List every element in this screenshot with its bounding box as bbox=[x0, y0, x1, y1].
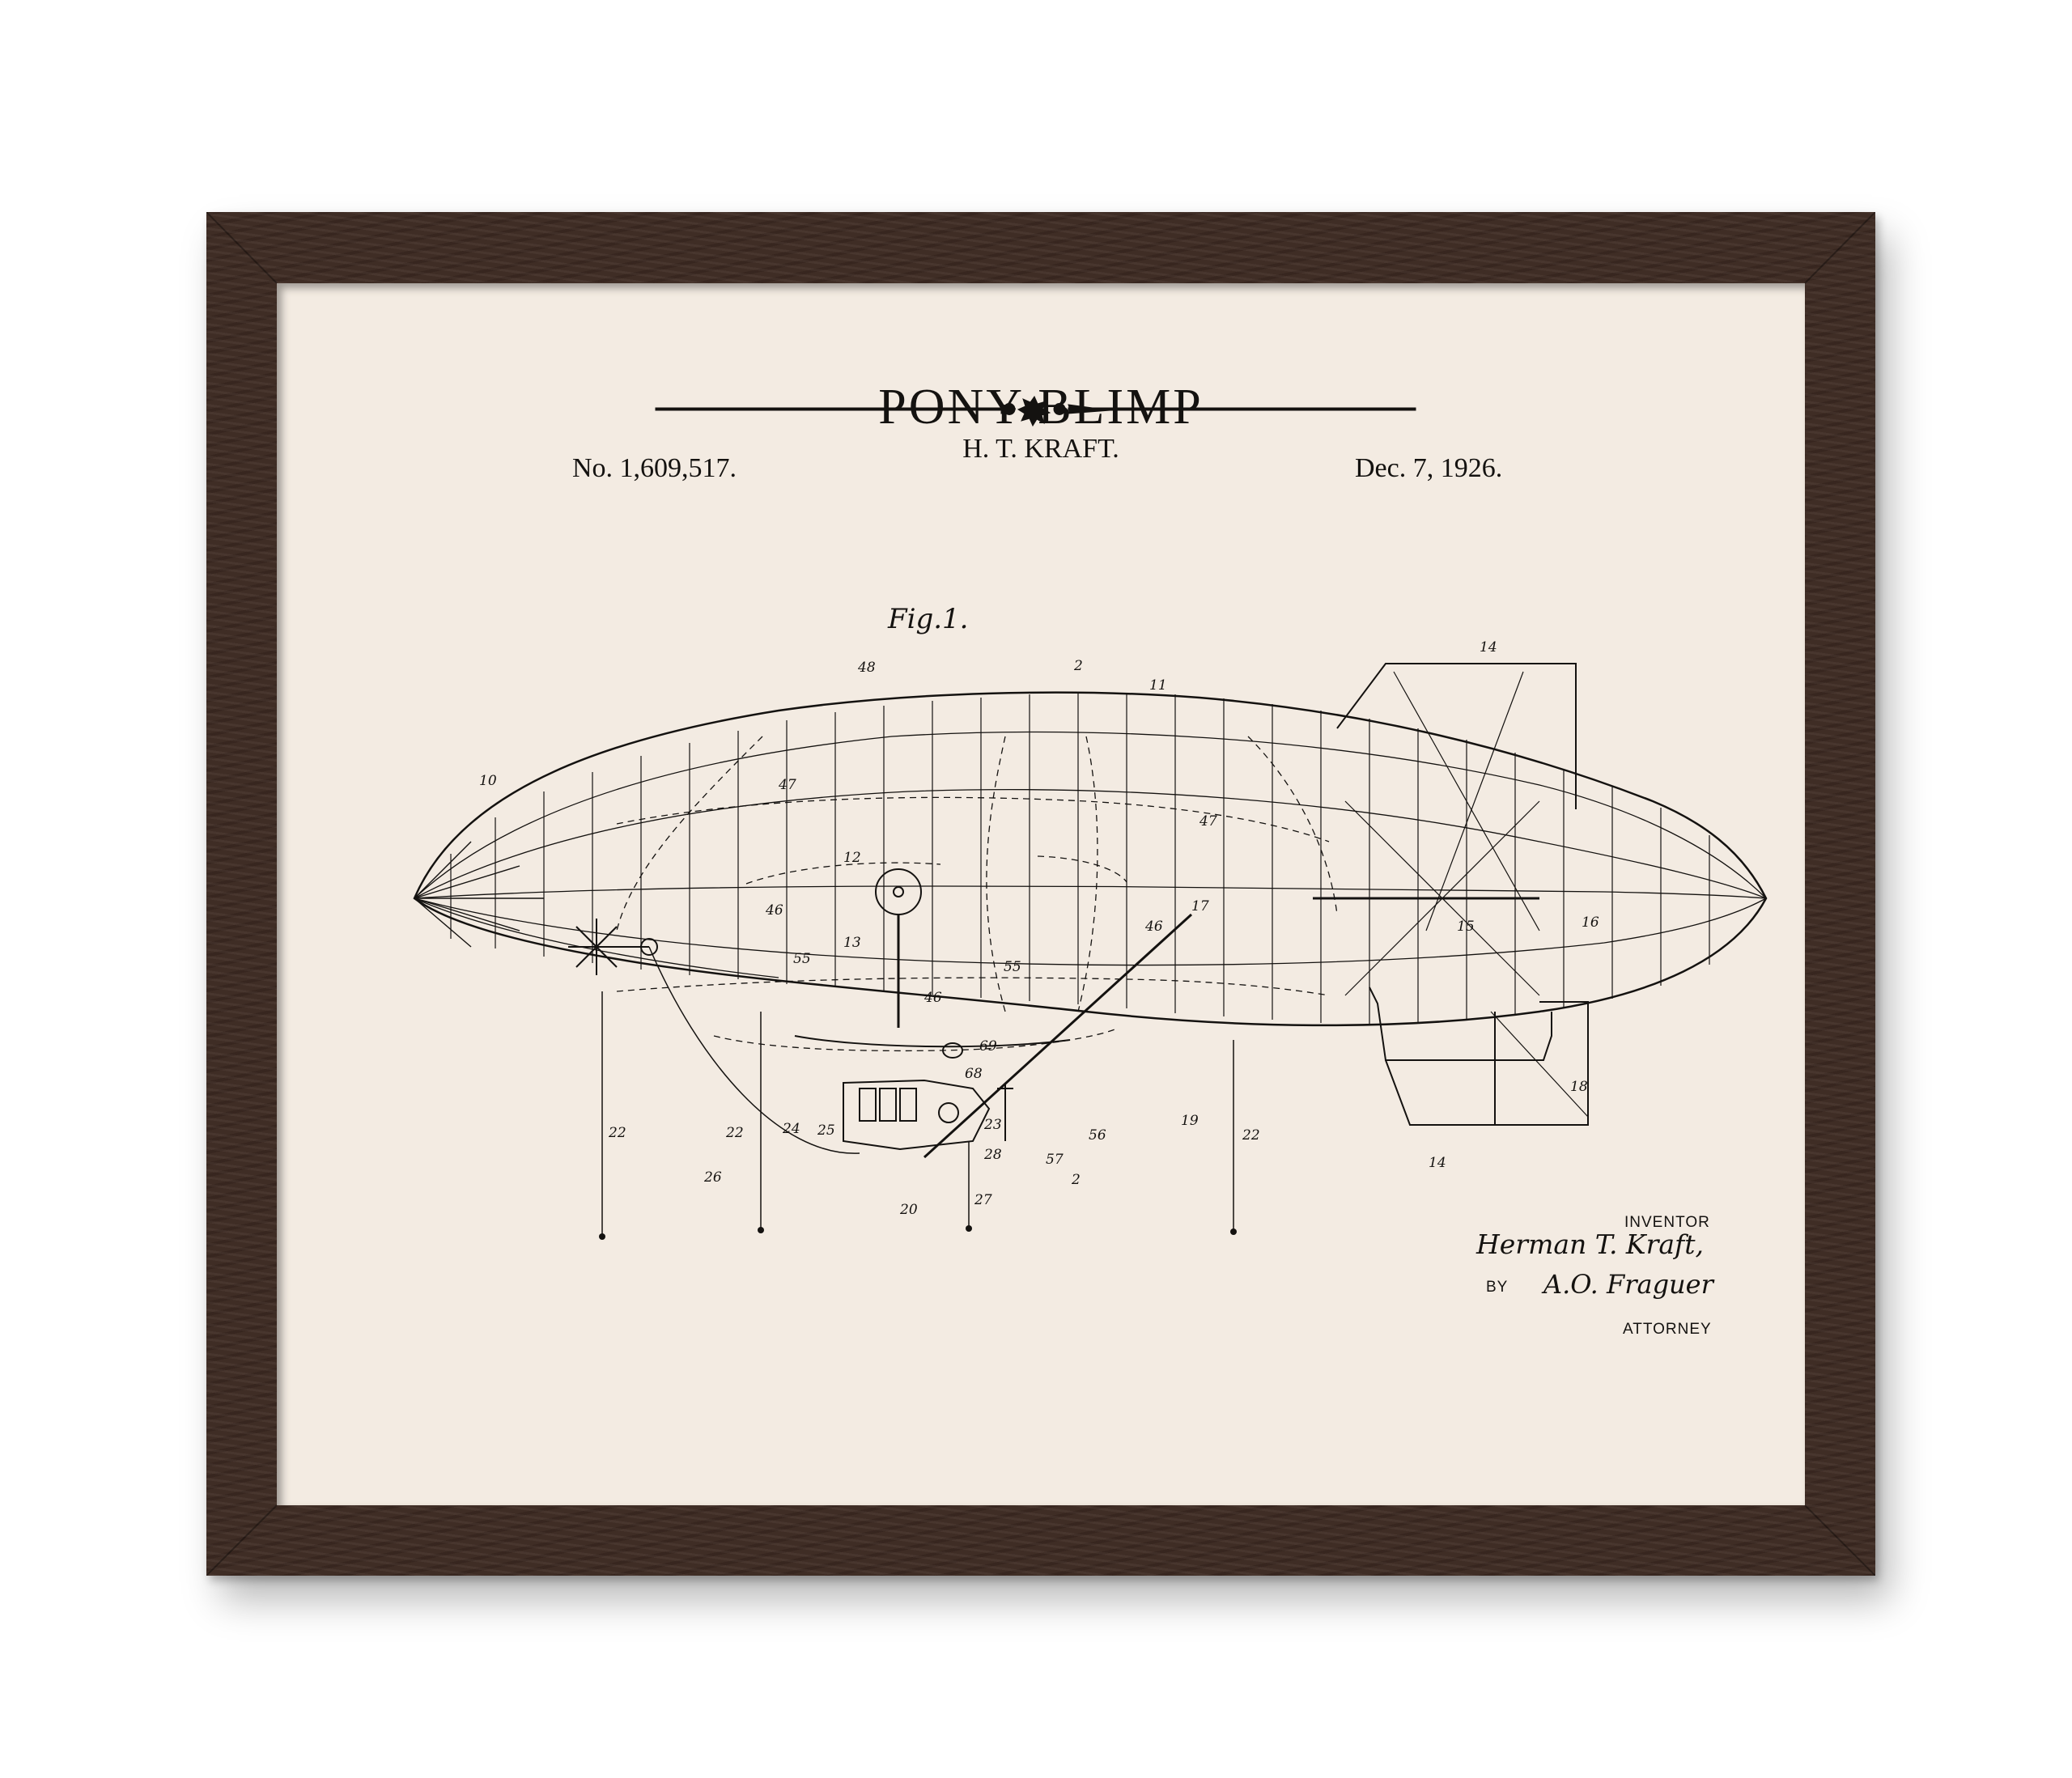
ballonet-star bbox=[568, 919, 657, 975]
ref-numeral: 25 bbox=[817, 1122, 835, 1139]
figure-label: Fig.1. bbox=[888, 603, 968, 635]
ref-numeral: 18 bbox=[1570, 1079, 1588, 1095]
ref-numeral: 17 bbox=[1191, 898, 1209, 914]
ref-numeral: 47 bbox=[778, 777, 796, 793]
ref-numeral: 46 bbox=[923, 990, 942, 1006]
ref-numeral: 46 bbox=[1144, 919, 1163, 935]
ref-numeral: 24 bbox=[782, 1121, 800, 1137]
blimp-patent-drawing: 48 2 11 14 10 47 47 12 46 13 55 55 46 46… bbox=[277, 283, 1805, 1505]
ref-numeral: 48 bbox=[857, 660, 876, 676]
ref-numeral: 26 bbox=[703, 1169, 722, 1186]
ref-numeral: 10 bbox=[479, 773, 497, 789]
ref-numeral: 56 bbox=[1089, 1127, 1106, 1144]
blimp-envelope bbox=[414, 664, 1766, 1240]
ref-numeral: 19 bbox=[1181, 1113, 1199, 1129]
ref-numeral: 57 bbox=[1046, 1152, 1064, 1168]
ref-numeral: 28 bbox=[983, 1147, 1002, 1163]
ref-numeral: 12 bbox=[843, 850, 861, 866]
ref-numeral: 22 bbox=[725, 1125, 744, 1141]
attorney-label: ATTORNEY bbox=[1623, 1321, 1712, 1339]
ref-numeral: 68 bbox=[965, 1066, 983, 1082]
tail-fins bbox=[1337, 664, 1588, 1125]
ref-numeral: 55 bbox=[1004, 959, 1021, 975]
by-label: BY bbox=[1486, 1279, 1508, 1296]
ref-numeral: 14 bbox=[1429, 1155, 1446, 1171]
ref-numeral: 11 bbox=[1149, 677, 1167, 694]
patent-number: No. 1,609,517. bbox=[572, 453, 737, 484]
patent-print: PONY BLIMP bbox=[277, 283, 1805, 1505]
reference-numerals: 48 2 11 14 10 47 47 12 46 13 55 55 46 46… bbox=[479, 639, 1599, 1218]
attorney-signature: A.O. Fraguer bbox=[1543, 1269, 1713, 1300]
ref-numeral: 69 bbox=[979, 1038, 997, 1054]
ref-numeral: 20 bbox=[899, 1202, 918, 1218]
inventor-signature: Herman T. Kraft, bbox=[1476, 1228, 1704, 1260]
ref-numeral: 27 bbox=[974, 1192, 992, 1208]
ref-numeral: 16 bbox=[1582, 914, 1599, 931]
ref-numeral: 2 bbox=[1073, 658, 1083, 674]
ref-numeral: 46 bbox=[765, 902, 783, 919]
ref-numeral: 2 bbox=[1071, 1172, 1081, 1188]
ref-numeral: 55 bbox=[793, 951, 811, 967]
ref-numeral: 23 bbox=[983, 1117, 1002, 1133]
ref-numeral: 15 bbox=[1457, 919, 1475, 935]
gondola bbox=[843, 1080, 1013, 1149]
picture-frame: PONY BLIMP bbox=[206, 212, 1875, 1576]
patent-date: Dec. 7, 1926. bbox=[1355, 453, 1502, 484]
ref-numeral: 22 bbox=[608, 1125, 626, 1141]
ref-numeral: 13 bbox=[843, 935, 861, 951]
ref-numeral: 47 bbox=[1199, 813, 1217, 830]
inventor-heading: H. T. KRAFT. bbox=[277, 434, 1805, 465]
ref-numeral: 14 bbox=[1480, 639, 1497, 656]
ref-numeral: 22 bbox=[1242, 1127, 1260, 1144]
title-divider bbox=[656, 397, 1416, 426]
